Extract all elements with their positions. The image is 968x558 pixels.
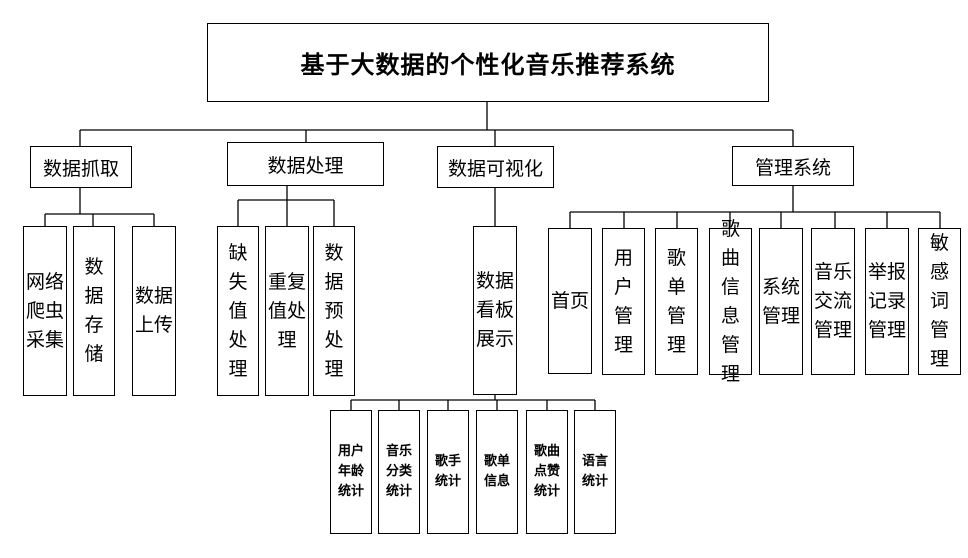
category-data-processing: 数据处理 [227,142,384,186]
node-language-stats: 语言统计 [574,410,616,534]
node-report-record-management: 举报记录管理 [865,228,909,375]
node-duplicate-value: 重复值处理 [265,226,309,396]
category-data-collection: 数据抓取 [30,146,132,188]
node-sensitive-word-management: 敏感词管理 [918,228,961,375]
node-missing-value: 缺失值处理 [217,226,259,396]
node-song-like-stats: 歌曲点赞统计 [526,410,568,534]
node-playlist-info: 歌单信息 [476,410,518,534]
node-data-storage: 数据存储 [73,226,115,396]
root-node-title: 基于大数据的个性化音乐推荐系统 [207,23,769,102]
node-data-preprocess: 数据预处理 [313,226,355,396]
node-user-age-stats: 用户年龄统计 [330,410,372,534]
node-song-info-management: 歌曲信息管理 [709,218,752,385]
node-web-crawler: 网络爬虫采集 [23,226,67,396]
category-management-system: 管理系统 [732,146,854,186]
node-data-upload: 数据上传 [132,226,176,396]
category-data-visualization: 数据可视化 [437,146,554,188]
node-music-category-stats: 音乐分类统计 [378,410,420,534]
node-music-exchange-management: 音乐交流管理 [811,228,855,375]
node-singer-stats: 歌手统计 [427,410,469,534]
node-home: 首页 [548,228,592,374]
node-user-management: 用户管理 [602,228,645,375]
node-dashboard: 数据看板展示 [473,226,517,395]
node-system-management: 系统管理 [759,228,803,375]
node-playlist-management: 歌单管理 [655,228,698,375]
